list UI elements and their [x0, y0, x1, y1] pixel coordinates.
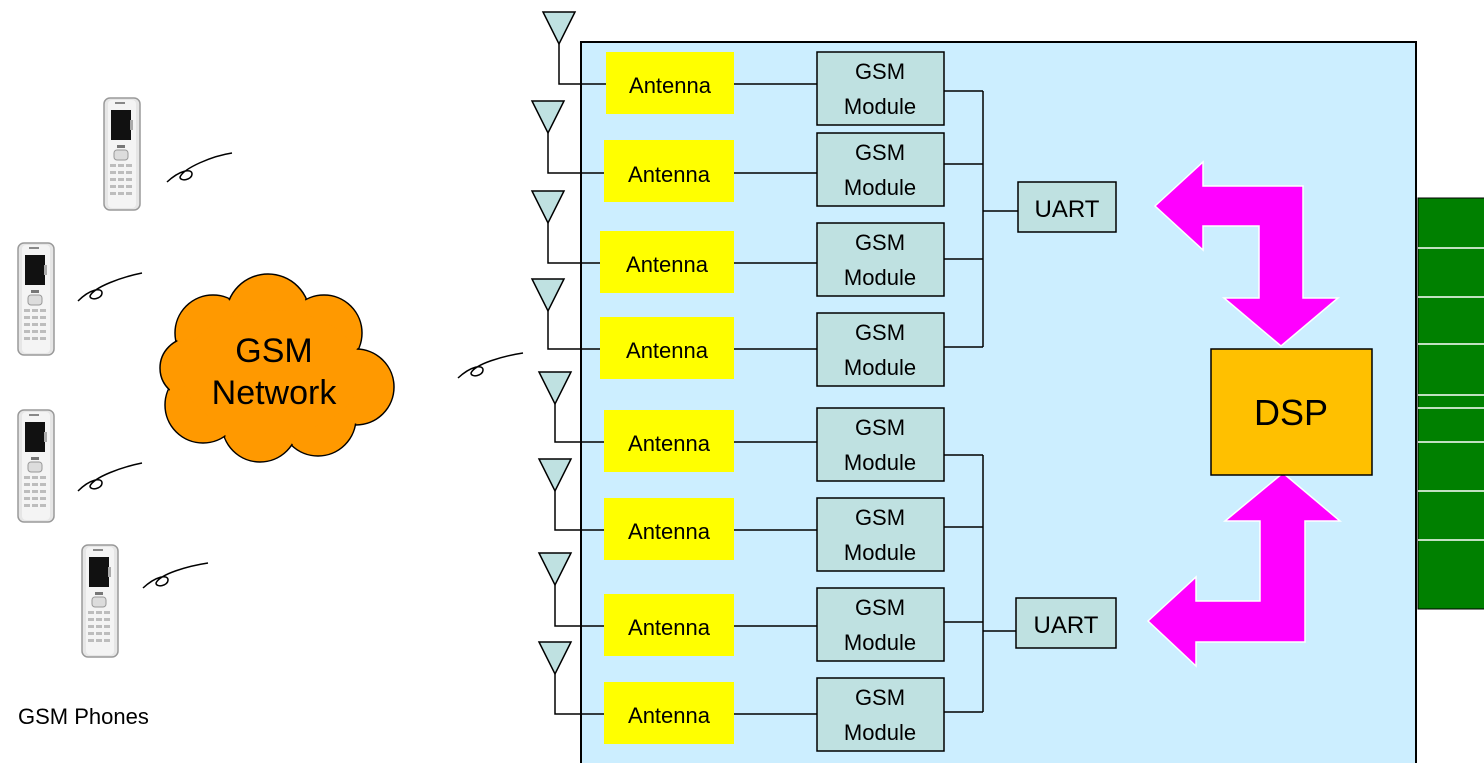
module-label-line2: Module: [844, 355, 916, 380]
network-label-line1: GSM: [235, 332, 312, 370]
module-label-line1: GSM: [855, 320, 905, 345]
phone-icon: [81, 544, 119, 658]
module-label-line1: GSM: [855, 505, 905, 530]
gsm-module-box: GSM Module: [816, 132, 945, 207]
phone-icon: [103, 97, 141, 211]
antenna-box: Antenna: [604, 682, 734, 744]
gsm-module-box: GSM Module: [816, 407, 945, 482]
module-label-line2: Module: [844, 175, 916, 200]
network-label-line2: Network: [212, 374, 338, 412]
gsm-module-box: GSM Module: [816, 497, 945, 572]
dsp-label: DSP: [1254, 392, 1328, 433]
antenna-label: Antenna: [626, 252, 709, 277]
module-label-line1: GSM: [855, 685, 905, 710]
module-label-line2: Module: [844, 94, 916, 119]
module-label-line1: GSM: [855, 59, 905, 84]
antenna-box: Antenna: [600, 231, 734, 293]
wireless-signal-icon: [457, 352, 524, 379]
antenna-label: Antenna: [629, 73, 712, 98]
antenna-icon: [530, 190, 566, 225]
wireless-signal-icon: [77, 462, 143, 492]
antenna-box: Antenna: [604, 498, 734, 560]
antenna-box: Antenna: [600, 317, 734, 379]
phone-icon: [17, 242, 55, 356]
wireless-signal-icon: [142, 562, 209, 589]
antenna-icon: [537, 458, 573, 493]
uart-label: UART: [1034, 612, 1099, 639]
module-label-line2: Module: [844, 450, 916, 475]
antenna-icon: [537, 552, 573, 587]
module-label-line2: Module: [844, 630, 916, 655]
phones-caption: GSM Phones: [18, 704, 149, 729]
module-label-line1: GSM: [855, 415, 905, 440]
antenna-box: Antenna: [606, 52, 734, 114]
module-label-line1: GSM: [855, 230, 905, 255]
gsm-module-box: GSM Module: [816, 222, 945, 297]
module-label-line2: Module: [844, 540, 916, 565]
module-label-line2: Module: [844, 720, 916, 745]
antenna-icon: [530, 100, 566, 135]
antenna-box: Antenna: [604, 410, 734, 472]
antenna-label: Antenna: [628, 703, 711, 728]
module-label-line1: GSM: [855, 595, 905, 620]
module-label-line2: Module: [844, 265, 916, 290]
antenna-label: Antenna: [626, 338, 709, 363]
bidirectional-arrow: [1153, 160, 1341, 347]
green-panel: [1417, 197, 1484, 610]
antenna-icon: [537, 371, 573, 406]
antenna-box: Antenna: [604, 594, 734, 656]
wireless-signal-icon: [77, 272, 143, 302]
phone-icon: [17, 409, 55, 523]
antenna-icon: [537, 641, 573, 676]
gsm-network-cloud: GSM Network: [159, 273, 395, 463]
wireless-signal-icon: [166, 152, 233, 183]
antenna-label: Antenna: [628, 431, 711, 456]
antenna-box: Antenna: [604, 140, 734, 202]
antenna-label: Antenna: [628, 162, 711, 187]
uart-box: UART: [1017, 181, 1117, 233]
module-label-line1: GSM: [855, 140, 905, 165]
gsm-module-box: GSM Module: [816, 587, 945, 662]
antenna-icon: [530, 278, 566, 313]
antenna-label: Antenna: [628, 615, 711, 640]
uart-box: UART: [1015, 597, 1117, 649]
gsm-module-box: GSM Module: [816, 51, 945, 126]
gsm-module-box: GSM Module: [816, 312, 945, 387]
antenna-icon: [541, 11, 577, 46]
uart-label: UART: [1035, 196, 1100, 223]
dsp-box: DSP: [1210, 348, 1373, 476]
antenna-label: Antenna: [628, 519, 711, 544]
gsm-module-box: GSM Module: [816, 677, 945, 752]
